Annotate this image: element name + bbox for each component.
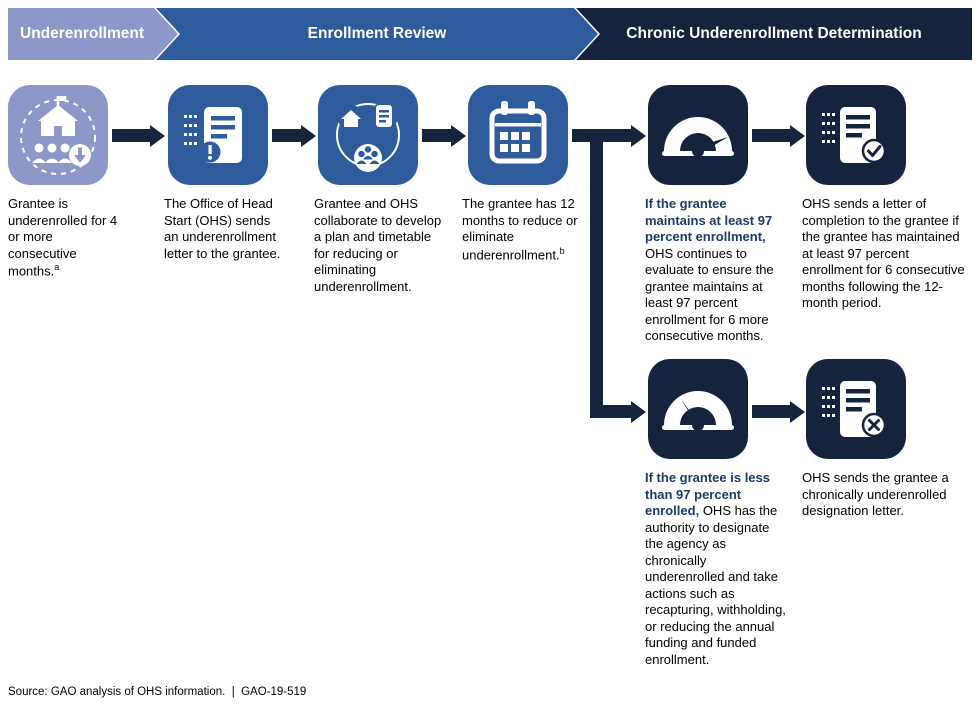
caption-step-4: The grantee has 12 months to reduce or e… — [462, 196, 578, 262]
caption-step-3: Grantee and OHS collaborate to develop a… — [314, 196, 442, 294]
calendar-icon — [489, 101, 547, 164]
source-note: Source: GAO analysis of OHS information.… — [8, 686, 307, 698]
caption-step-6: OHS sends a letter of completion to the … — [802, 196, 965, 310]
document-x-icon — [822, 381, 887, 438]
phase-label-chronic-determination: Chronic Underenrollment Determination — [626, 25, 922, 42]
school-underenrollment-icon — [20, 96, 96, 175]
icon-box-completion-letter — [806, 85, 906, 185]
gauge-low-icon — [662, 391, 734, 431]
footnote-a-marker: a — [54, 262, 60, 272]
branch-connector-vertical — [590, 129, 603, 418]
phase-banner-underenrollment: Underenrollment — [8, 8, 178, 60]
footnote-b-marker: b — [559, 245, 565, 256]
icon-box-gauge-maintains — [648, 85, 748, 185]
arrow-step1-to-step2 — [112, 129, 150, 142]
caption-step-7-body: OHS has the authority to designate the a… — [645, 503, 786, 667]
icon-box-12-month-timetable — [468, 85, 568, 185]
phase-banner-enrollment-review: Enrollment Review — [156, 8, 598, 60]
arrow-step3-to-step4 — [422, 129, 451, 142]
caption-step-1: Grantee is underenrolled for 4 or more c… — [8, 196, 118, 279]
caption-step-7: If the grantee is less than 97 percent e… — [645, 470, 787, 668]
phase-label-underenrollment: Underenrollment — [20, 25, 145, 42]
icon-box-designation-letter — [806, 359, 906, 459]
arrow-below-to-designation — [752, 405, 790, 418]
icon-box-gauge-below — [648, 359, 748, 459]
icon-box-collaboration-plan — [318, 85, 418, 185]
gauge-high-icon — [662, 117, 734, 157]
collaboration-plan-icon — [336, 102, 400, 172]
arrow-branch-to-below — [590, 405, 631, 418]
caption-step-5-lead: If the grantee maintains at least 97 per… — [645, 196, 773, 244]
arrow-step2-to-step3 — [272, 129, 301, 142]
arrow-maintains-to-completion — [752, 129, 790, 142]
caption-step-5: If the grantee maintains at least 97 per… — [645, 196, 787, 345]
phase-label-enrollment-review: Enrollment Review — [307, 25, 447, 42]
caption-step-5-body: OHS continues to evaluate to ensure the … — [645, 245, 774, 344]
caption-step-8: OHS sends the grantee a chronically unde… — [802, 470, 949, 518]
icon-box-grantee-underenrolled — [8, 85, 108, 185]
caption-step-7-lead: If the grantee is less than 97 percent e… — [645, 470, 770, 518]
icon-box-underenrollment-letter — [168, 85, 268, 185]
caption-step-2: The Office of Head Start (OHS) sends an … — [164, 196, 281, 261]
document-check-icon — [822, 107, 887, 164]
document-exclamation-icon — [184, 107, 242, 163]
phase-banner-chronic-determination: Chronic Underenrollment Determination — [576, 8, 972, 60]
